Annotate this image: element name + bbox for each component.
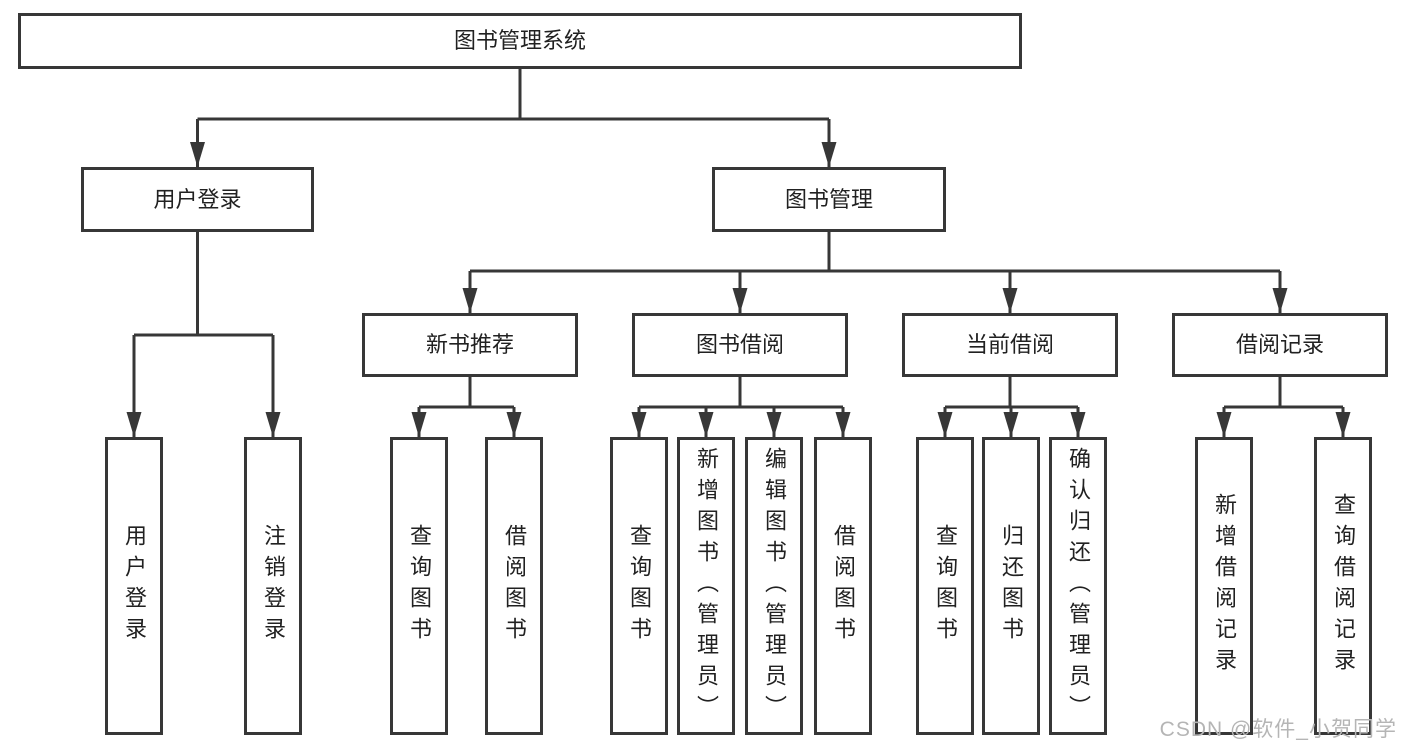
node-library-system: 图书管理系统 — [18, 13, 1022, 69]
leaf-current-query-books-label: 查询图书 — [933, 524, 958, 648]
leaf-recommend-borrow-books: 借阅图书 — [485, 437, 543, 735]
leaf-logout: 注销登录 — [244, 437, 302, 735]
node-book-management: 图书管理 — [712, 167, 946, 232]
connector-root-to-level2 — [190, 68, 837, 167]
connector-book-borrowing-to-leaves — [631, 375, 851, 437]
connector-borrowing-records-to-leaves — [1216, 375, 1351, 437]
node-user-login: 用户登录 — [81, 167, 314, 232]
node-current-borrowing: 当前借阅 — [902, 313, 1118, 377]
leaf-records-add-record: 新增借阅记录 — [1195, 437, 1253, 735]
leaf-borrow-query-books-label: 查询图书 — [627, 524, 652, 648]
leaf-borrow-add-books-admin-label: 新增图书（管理员） — [694, 446, 719, 726]
leaf-borrow-add-books-admin: 新增图书（管理员） — [677, 437, 735, 735]
leaf-borrow-query-books: 查询图书 — [610, 437, 668, 735]
node-borrowing-records: 借阅记录 — [1172, 313, 1388, 377]
connector-new-book-recommendation-to-leaves — [411, 375, 522, 437]
leaf-current-confirm-return-admin: 确认归还（管理员） — [1049, 437, 1107, 735]
leaf-logout-label: 注销登录 — [261, 524, 286, 648]
leaf-recommend-query-books-label: 查询图书 — [407, 524, 432, 648]
leaf-user-login: 用户登录 — [105, 437, 163, 735]
connector-current-borrowing-to-leaves — [937, 375, 1086, 437]
leaf-borrow-borrow-books-label: 借阅图书 — [831, 524, 856, 648]
leaf-current-return-books-label: 归还图书 — [999, 524, 1024, 648]
leaf-borrow-edit-books-admin: 编辑图书（管理员） — [745, 437, 803, 735]
leaf-records-query-record-label: 查询借阅记录 — [1331, 493, 1356, 679]
watermark: CSDN @软件_小贺同学 — [1159, 718, 1397, 741]
leaf-current-query-books: 查询图书 — [916, 437, 974, 735]
connector-book-management-to-level3 — [462, 230, 1288, 313]
leaf-user-login-label: 用户登录 — [122, 524, 147, 648]
connector-user-login-to-leaves — [126, 230, 281, 437]
node-new-book-recommendation: 新书推荐 — [362, 313, 578, 377]
node-book-borrowing: 图书借阅 — [632, 313, 848, 377]
leaf-current-return-books: 归还图书 — [982, 437, 1040, 735]
leaf-borrow-edit-books-admin-label: 编辑图书（管理员） — [762, 446, 787, 726]
leaf-recommend-borrow-books-label: 借阅图书 — [502, 524, 527, 648]
leaf-recommend-query-books: 查询图书 — [390, 437, 448, 735]
leaf-records-add-record-label: 新增借阅记录 — [1212, 493, 1237, 679]
leaf-borrow-borrow-books: 借阅图书 — [814, 437, 872, 735]
leaf-current-confirm-return-admin-label: 确认归还（管理员） — [1066, 446, 1091, 726]
leaf-records-query-record: 查询借阅记录 — [1314, 437, 1372, 735]
